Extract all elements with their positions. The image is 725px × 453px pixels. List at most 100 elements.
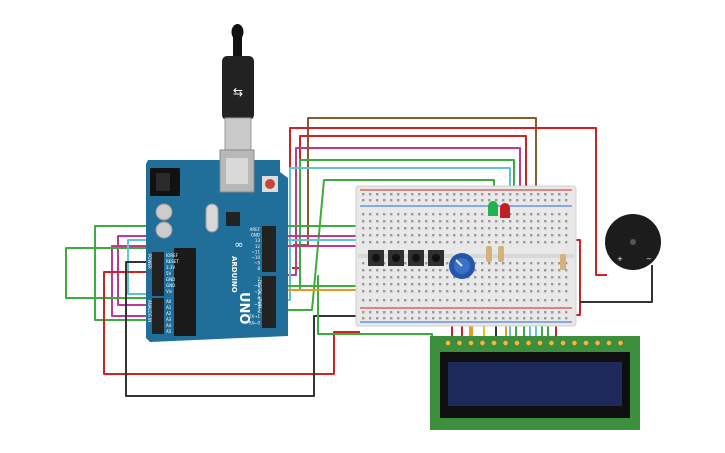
pushbutton-4-cap[interactable]	[432, 254, 440, 262]
lcd-pin[interactable]	[548, 340, 555, 346]
pin-label: A3	[166, 317, 172, 322]
pushbutton-2-cap[interactable]	[392, 254, 400, 262]
lcd-pin[interactable]	[560, 340, 566, 346]
breadboard-hole	[565, 199, 568, 202]
breadboard-hole	[537, 213, 540, 216]
arduino-uno-board[interactable]: ⇆ ∞ ARDUINO UNO POWER ANALOG IN DIGITAL …	[146, 24, 288, 342]
breadboard-hole	[390, 234, 393, 237]
lcd-16x2[interactable]	[430, 336, 640, 430]
breadboard-hole	[530, 299, 533, 302]
header-digital-top[interactable]	[262, 226, 276, 272]
breadboard-hole	[453, 227, 456, 230]
breadboard-hole	[530, 276, 533, 279]
pushbutton-3-cap[interactable]	[412, 254, 420, 262]
breadboard-hole	[509, 193, 512, 196]
breadboard-hole	[362, 220, 365, 223]
breadboard-hole	[383, 276, 386, 279]
breadboard-hole	[411, 241, 414, 244]
resistor-1[interactable]	[486, 246, 492, 262]
wire-green-bottom[interactable]	[250, 275, 433, 340]
breadboard-hole	[509, 283, 512, 286]
resistor-3[interactable]	[560, 254, 566, 270]
lcd-pin[interactable]	[606, 340, 612, 346]
breadboard-hole	[474, 290, 477, 293]
breadboard-hole	[439, 199, 442, 202]
header-power[interactable]	[152, 252, 164, 296]
lcd-pin[interactable]	[594, 340, 601, 346]
breadboard-hole	[565, 241, 568, 244]
breadboard-hole	[523, 241, 526, 244]
wire-black-bottom[interactable]	[125, 261, 360, 397]
breadboard-hole	[418, 193, 421, 196]
breadboard-hole	[516, 213, 519, 216]
led-green[interactable]	[488, 201, 498, 216]
breadboard-hole	[481, 269, 484, 272]
breadboard-hole	[418, 241, 421, 244]
breadboard-hole	[446, 299, 449, 302]
breadboard-hole	[369, 283, 372, 286]
lcd-pin[interactable]	[468, 340, 474, 346]
breadboard-hole	[558, 241, 561, 244]
pin-label: GND	[166, 283, 175, 288]
breadboard-hole	[474, 299, 477, 302]
usb-plug-body[interactable]	[222, 56, 254, 120]
breadboard-hole	[488, 283, 491, 286]
led-red[interactable]	[500, 203, 510, 218]
breadboard-hole	[418, 299, 421, 302]
reset-button-cap[interactable]	[265, 179, 275, 189]
breadboard-hole	[544, 213, 547, 216]
breadboard-hole	[481, 213, 484, 216]
usb-symbol-icon: ⇆	[233, 85, 243, 99]
breadboard-hole	[383, 269, 386, 272]
lcd-pin[interactable]	[514, 340, 520, 346]
resistors	[486, 246, 566, 270]
breadboard-hole	[495, 283, 498, 286]
breadboard-hole	[425, 213, 428, 216]
breadboard-hole	[404, 283, 407, 286]
wire-magenta-top[interactable]	[288, 147, 521, 276]
breadboard-hole	[453, 283, 456, 286]
wire-red-2[interactable]	[292, 135, 527, 269]
breadboard-hole	[453, 241, 456, 244]
breadboard-hole	[404, 220, 407, 223]
wire-black-buzzer[interactable]	[580, 265, 653, 303]
lcd-pin[interactable]	[583, 340, 589, 346]
breadboard-hole	[439, 234, 442, 237]
lcd-pin[interactable]	[571, 340, 578, 346]
lcd-pin[interactable]	[537, 340, 543, 346]
breadboard-hole	[558, 227, 561, 230]
breadboard-hole	[544, 262, 547, 265]
breadboard-hole	[390, 276, 393, 279]
lcd-pin[interactable]	[525, 340, 532, 346]
breadboard-hole	[390, 227, 393, 230]
wire-red-bottom[interactable]	[103, 271, 360, 375]
breadboard-hole	[537, 311, 540, 314]
lcd-pin[interactable]	[502, 340, 509, 346]
leds	[488, 201, 510, 218]
breadboard-hole	[523, 199, 526, 202]
arduino-brand-label: ARDUINO	[230, 256, 238, 293]
breadboard-hole	[467, 290, 470, 293]
breadboard-hole	[509, 199, 512, 202]
piezo-buzzer[interactable]: + −	[605, 214, 661, 270]
header-analog[interactable]	[152, 298, 164, 334]
lcd-pin[interactable]	[617, 340, 624, 346]
pin-label: 13	[255, 238, 261, 243]
breadboard-hole	[376, 276, 379, 279]
breadboard-hole	[418, 311, 421, 314]
lcd-pin-header[interactable]	[445, 340, 624, 346]
breadboard-hole	[537, 290, 540, 293]
lcd-pin[interactable]	[456, 340, 463, 346]
lcd-pin[interactable]	[491, 340, 497, 346]
breadboard-hole	[439, 269, 442, 272]
lcd-pin[interactable]	[479, 340, 486, 346]
header-digital-bottom[interactable]	[262, 276, 276, 328]
breadboard-hole	[369, 317, 372, 320]
breadboard-hole	[369, 299, 372, 302]
breadboard-hole	[502, 199, 505, 202]
breadboard-hole	[565, 269, 568, 272]
resistor-2[interactable]	[498, 246, 504, 262]
potentiometer[interactable]	[449, 253, 475, 279]
pushbutton-1-cap[interactable]	[372, 254, 380, 262]
lcd-pin[interactable]	[445, 340, 451, 346]
